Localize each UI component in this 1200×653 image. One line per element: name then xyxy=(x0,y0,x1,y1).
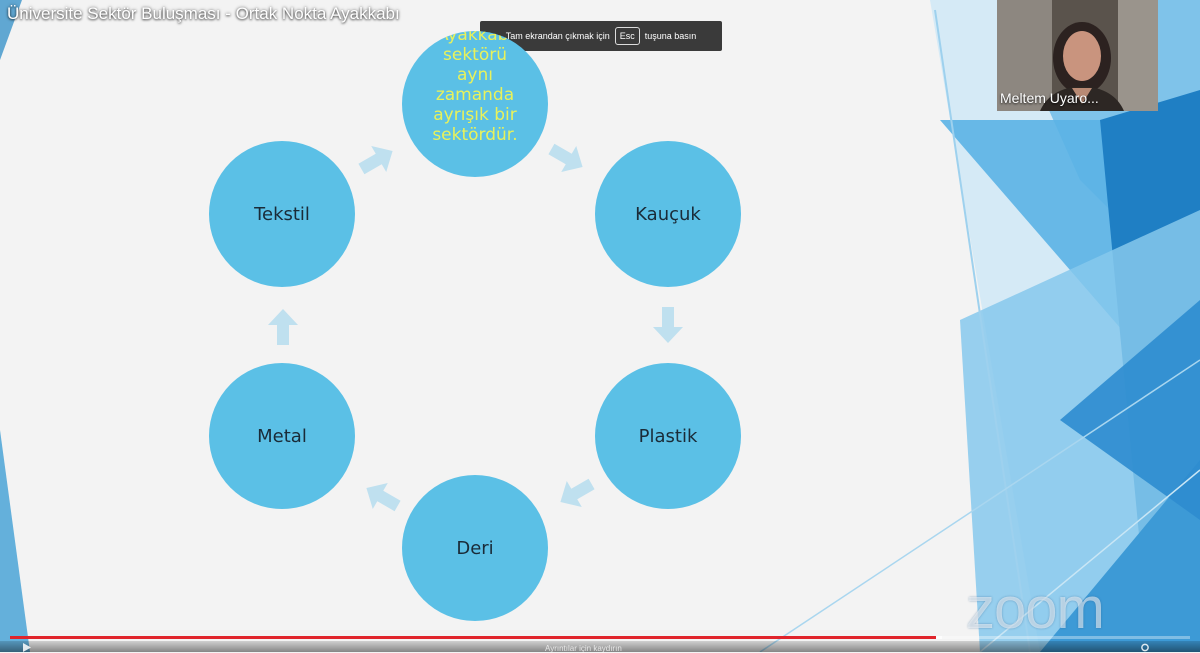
node-label: Tekstil xyxy=(254,203,310,225)
esc-key-badge: Esc xyxy=(614,27,640,45)
arrow-deri-to-metal xyxy=(366,483,401,512)
fullscreen-notice-text: Tam ekrandan çıkmak için xyxy=(505,31,610,41)
player-controls-bar xyxy=(0,641,1200,652)
center-circle: Ayakkabı sektörü aynı zamanda ayrışık bi… xyxy=(402,31,548,177)
presenter-name: Meltem Uyaro... xyxy=(1000,90,1099,106)
node-label: Deri xyxy=(456,537,494,559)
arrow-tekstil-to-center xyxy=(358,146,393,175)
gear-icon[interactable] xyxy=(1140,643,1150,652)
fullscreen-notice-text-end: tuşuna basın xyxy=(644,31,697,41)
node-label: Metal xyxy=(257,425,307,447)
arrow-kaucuk-to-plastik xyxy=(653,307,683,343)
node-label: Plastik xyxy=(638,425,698,447)
zoom-watermark-logo: zoom xyxy=(966,576,1105,641)
play-icon[interactable] xyxy=(22,643,32,652)
node-deri: Deri xyxy=(402,475,548,621)
presenter-video-tile[interactable]: Meltem Uyaro... xyxy=(997,0,1158,111)
chapter-hint: Ayrıntılar için kaydırın xyxy=(545,644,622,653)
center-circle-text: Ayakkabı sektörü aynı zamanda ayrışık bi… xyxy=(432,31,518,145)
arrow-metal-to-tekstil xyxy=(268,309,298,345)
arrow-plastik-to-deri xyxy=(560,478,595,507)
node-tekstil: Tekstil xyxy=(209,141,355,287)
progress-played xyxy=(10,636,937,639)
arrow-center-to-kaucuk xyxy=(548,143,583,172)
node-label: Kauçuk xyxy=(635,203,701,225)
progress-bar[interactable] xyxy=(10,636,1190,639)
node-kaucuk: Kauçuk xyxy=(595,141,741,287)
node-metal: Metal xyxy=(209,363,355,509)
video-title: Üniversite Sektör Buluşması - Ortak Nokt… xyxy=(7,4,400,23)
node-plastik: Plastik xyxy=(595,363,741,509)
